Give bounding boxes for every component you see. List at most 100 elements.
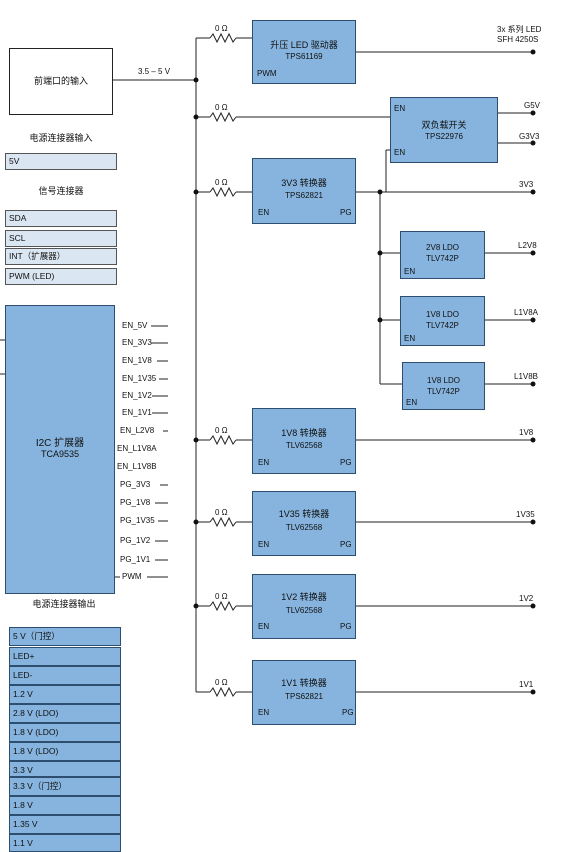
power-connector-title: 电源连接器输入 xyxy=(29,133,93,143)
resistor-label: 0 Ω xyxy=(215,426,228,435)
conv-1v1-en: EN xyxy=(258,708,270,717)
out-pin: LED+ xyxy=(9,647,121,666)
ldo-1v8a-en: EN xyxy=(404,334,416,343)
expander-pin: EN_1V2 xyxy=(122,391,152,400)
expander-pin: PG_3V3 xyxy=(120,480,151,489)
conv-1v35-title: 1V35 转换器 xyxy=(278,509,330,519)
led-output-label: 3x 系列 LED xyxy=(497,25,542,34)
conv-1v35-pg: PG xyxy=(340,540,352,549)
conv-1v1-title: 1V1 转换器 xyxy=(281,678,327,688)
signal-pin-sda: SDA xyxy=(5,210,117,227)
conv-1v2-en: EN xyxy=(258,622,270,631)
out-pin: 1.8 V xyxy=(9,796,121,815)
l1v8a-output-label: L1V8A xyxy=(514,308,539,317)
out-pin: 1.35 V xyxy=(9,815,121,834)
ldo-1v8b-en: EN xyxy=(406,398,418,407)
load-switch-block xyxy=(390,97,498,163)
expander-pin: PG_1V35 xyxy=(120,516,155,525)
led-output-label-2: SFH 4250S xyxy=(497,35,539,44)
expander-pin: EN_L2V8 xyxy=(120,426,155,435)
conv-1v2-block xyxy=(252,574,356,639)
resistor-label: 0 Ω xyxy=(215,103,228,112)
conv-1v8-title: 1V8 转换器 xyxy=(281,428,327,438)
power-input-box xyxy=(9,48,113,115)
load-switch-en-top: EN xyxy=(394,104,406,113)
conv-1v1-pg: PG xyxy=(342,708,354,717)
expander-pin: EN_L1V8A xyxy=(117,444,157,453)
conv-3v3-en: EN xyxy=(258,208,270,217)
g5v-output-label: G5V xyxy=(524,101,541,110)
resistor-label: 0 Ω xyxy=(215,678,228,687)
conv-1v8-block xyxy=(252,408,356,474)
expander-title: I2C 扩展器 xyxy=(35,438,85,449)
expander-pin: EN_1V35 xyxy=(122,374,157,383)
l2v8-output-label: L2V8 xyxy=(518,241,537,250)
conv-1v1-block xyxy=(252,660,356,725)
load-switch-en-bottom: EN xyxy=(394,148,406,157)
output-connector-title: 电源连接器输出 xyxy=(32,599,96,609)
conv-1v35-block xyxy=(252,491,356,556)
signal-pin-pwm: PWM (LED) xyxy=(5,268,117,285)
input-voltage-label: 3.5 – 5 V xyxy=(138,67,171,76)
expander-pin: PG_1V1 xyxy=(120,555,151,564)
led-driver-pwm-pin: PWM xyxy=(257,69,277,78)
resistor-label: 0 Ω xyxy=(215,24,228,33)
3v3-output-label: 3V3 xyxy=(519,180,534,189)
conv-3v3-part: TPS62821 xyxy=(285,191,323,200)
ldo-2v8-en: EN xyxy=(404,267,416,276)
g3v3-output-label: G3V3 xyxy=(519,132,540,141)
conv-3v3-block xyxy=(252,158,356,224)
conv-1v8-en: EN xyxy=(258,458,270,467)
out-pin: 2.8 V (LDO) xyxy=(9,704,121,723)
1v35-output-label: 1V35 xyxy=(516,510,535,519)
1v2-output-label: 1V2 xyxy=(519,594,534,603)
ldo-1v8b-part: TLV742P xyxy=(427,387,460,396)
led-driver-title: 升压 LED 驱动器 xyxy=(270,40,338,50)
ldo-2v8-block xyxy=(400,231,485,279)
conv-1v8-pg: PG xyxy=(340,458,352,467)
out-pin: 1.8 V (LDO) xyxy=(9,723,121,742)
conv-3v3-pg: PG xyxy=(340,208,352,217)
i2c-expander-block xyxy=(5,305,115,594)
ldo-1v8a-part: TLV742P xyxy=(426,321,459,330)
expander-part: TCA9535 xyxy=(40,449,80,459)
load-switch-title: 双负载开关 xyxy=(421,120,467,130)
signal-pin-scl: SCL xyxy=(5,230,117,247)
expander-pin: EN_1V8 xyxy=(122,356,152,365)
out-pin: 1.1 V xyxy=(9,834,121,852)
signal-connector-title: 信号连接器 xyxy=(38,186,84,196)
conv-1v8-part: TLV62568 xyxy=(285,441,323,450)
resistor-label: 0 Ω xyxy=(215,178,228,187)
1v1-output-label: 1V1 xyxy=(519,680,534,689)
expander-pin: EN_3V3 xyxy=(122,338,152,347)
resistor-label: 0 Ω xyxy=(215,592,228,601)
led-driver-block xyxy=(252,20,356,84)
load-switch-part: TPS22976 xyxy=(425,132,463,141)
expander-pin: PWM xyxy=(122,572,142,581)
ldo-2v8-title: 2V8 LDO xyxy=(426,243,459,252)
expander-pin: EN_L1V8B xyxy=(117,462,157,471)
conv-1v2-title: 1V2 转换器 xyxy=(281,592,327,602)
conv-1v35-part: TLV62568 xyxy=(285,523,323,532)
conv-1v2-pg: PG xyxy=(340,622,352,631)
out-pin: 5 V（门控） xyxy=(9,627,121,646)
ldo-1v8a-block xyxy=(400,296,485,346)
expander-pin: EN_1V1 xyxy=(122,408,152,417)
out-pin: 3.3 V（门控） xyxy=(9,777,121,796)
1v8-output-label: 1V8 xyxy=(519,428,534,437)
led-driver-part: TPS61169 xyxy=(285,52,323,61)
l1v8b-output-label: L1V8B xyxy=(514,372,539,381)
resistor-label: 0 Ω xyxy=(215,508,228,517)
expander-pin: PG_1V8 xyxy=(120,498,151,507)
conv-3v3-title: 3V3 转换器 xyxy=(281,178,327,188)
expander-pin: EN_5V xyxy=(122,321,148,330)
power-input-label: 前端口的输入 xyxy=(33,76,88,86)
expander-pin: PG_1V2 xyxy=(120,536,151,545)
ldo-2v8-part: TLV742P xyxy=(426,254,459,263)
conv-1v2-part: TLV62568 xyxy=(285,606,323,615)
ldo-1v8b-block xyxy=(402,362,485,410)
out-pin: 1.2 V xyxy=(9,685,121,704)
conv-1v1-part: TPS62821 xyxy=(285,692,323,701)
signal-pin-int: INT（扩展器） xyxy=(5,248,117,265)
